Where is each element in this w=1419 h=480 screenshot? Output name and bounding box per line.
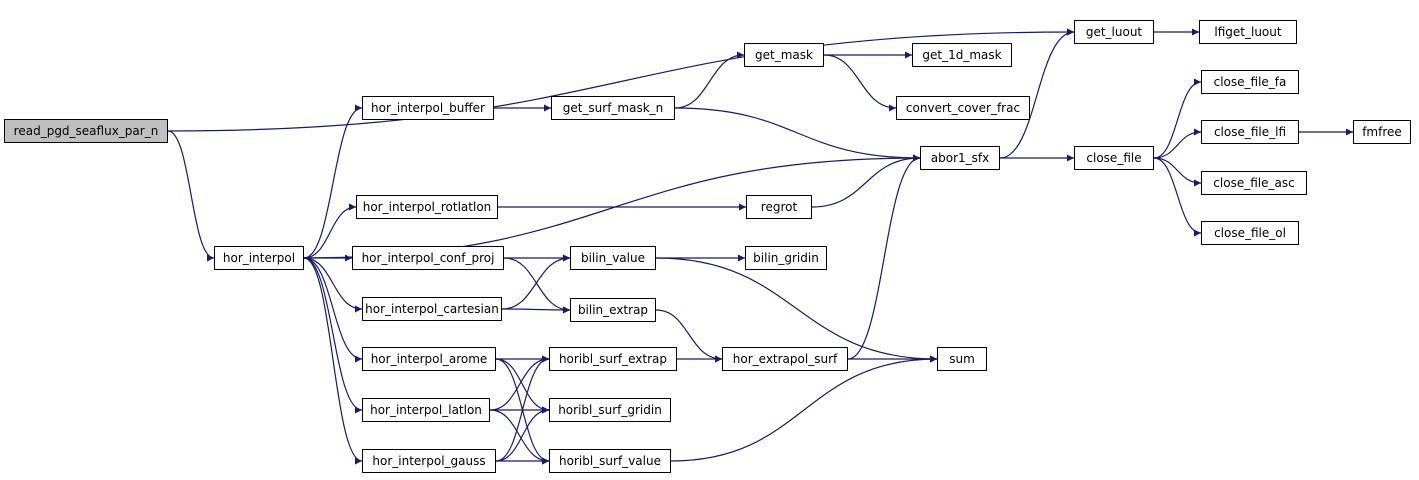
edge-bilin_value-to-sum xyxy=(655,257,938,363)
node-close-file-asc[interactable]: close_file_asc xyxy=(1201,171,1307,195)
edge-abor1_sfx-to-get_luout xyxy=(999,28,1075,159)
node-regrot[interactable]: regrot xyxy=(746,195,812,219)
node-horibl-surf-gridin[interactable]: horibl_surf_gridin xyxy=(549,398,671,422)
node-lfiget-luout[interactable]: lfiget_luout xyxy=(1199,20,1297,44)
edge-horibl_surf_value-to-sum xyxy=(670,355,938,462)
node-close-file-fa[interactable]: close_file_fa xyxy=(1201,70,1299,94)
edge-close_file-to-close_file_lfi xyxy=(1153,128,1202,159)
edge-hor_interpol_arome-to-horibl_surf_gridin xyxy=(495,358,550,414)
edge-hor_interpol_gauss-to-horibl_surf_gridin xyxy=(495,406,550,462)
edge-hor_interpol_cartesian-to-bilin_extrap xyxy=(501,306,571,314)
node-sum[interactable]: sum xyxy=(937,347,987,371)
node-horibl-surf-extrap[interactable]: horibl_surf_extrap xyxy=(549,347,677,371)
edge-hor_interpol-to-hor_interpol_cartesian xyxy=(303,257,363,313)
edge-close_file-to-close_file_fa xyxy=(1153,78,1202,159)
node-read-pgd-seaflux-par-n[interactable]: read_pgd_seaflux_par_n xyxy=(4,119,168,143)
edge-read_pgd_seaflux_par_n-to-hor_interpol xyxy=(167,130,215,262)
node-hor-interpol-gauss[interactable]: hor_interpol_gauss xyxy=(362,449,496,473)
edge-hor_interpol-to-hor_interpol_gauss xyxy=(303,257,363,465)
edge-hor_interpol_latlon-to-horibl_surf_value xyxy=(489,409,550,465)
edge-hor_interpol-to-hor_interpol_latlon xyxy=(303,257,363,414)
node-hor-interpol-rotlatlon[interactable]: hor_interpol_rotlatlon xyxy=(356,195,498,219)
node-close-file-lfi[interactable]: close_file_lfi xyxy=(1201,120,1299,144)
node-get-surf-mask-n[interactable]: get_surf_mask_n xyxy=(551,96,675,120)
node-fmfree[interactable]: fmfree xyxy=(1353,120,1411,144)
node-get-1d-mask[interactable]: get_1d_mask xyxy=(912,43,1012,67)
node-hor-interpol-cartesian[interactable]: hor_interpol_cartesian xyxy=(362,297,502,321)
edge-hor_interpol_latlon-to-horibl_surf_extrap xyxy=(489,355,550,411)
edge-close_file-to-close_file_ol xyxy=(1153,157,1202,237)
node-hor-interpol-buffer[interactable]: hor_interpol_buffer xyxy=(362,96,494,120)
node-get-mask[interactable]: get_mask xyxy=(744,43,824,67)
node-close-file-ol[interactable]: close_file_ol xyxy=(1201,221,1299,245)
edge-hor_interpol_gauss-to-horibl_surf_extrap xyxy=(495,355,550,462)
node-convert-cover-frac[interactable]: convert_cover_frac xyxy=(896,96,1030,120)
edge-regrot-to-abor1_sfx xyxy=(811,154,921,208)
node-horibl-surf-value[interactable]: horibl_surf_value xyxy=(549,449,671,473)
edge-hor_extrapol_surf-to-abor1_sfx xyxy=(847,154,921,360)
node-hor-interpol[interactable]: hor_interpol xyxy=(214,246,304,270)
edge-get_surf_mask_n-to-get_mask xyxy=(674,51,745,109)
node-abor1-sfx[interactable]: abor1_sfx xyxy=(920,146,1000,170)
node-bilin-gridin[interactable]: bilin_gridin xyxy=(745,246,827,270)
node-close-file[interactable]: close_file xyxy=(1074,146,1154,170)
node-bilin-value[interactable]: bilin_value xyxy=(570,246,656,270)
node-get-luout[interactable]: get_luout xyxy=(1074,20,1154,44)
node-hor-extrapol-surf[interactable]: hor_extrapol_surf xyxy=(722,347,848,371)
node-hor-interpol-latlon[interactable]: hor_interpol_latlon xyxy=(362,398,490,422)
edge-read_pgd_seaflux_par_n-to-get_luout xyxy=(167,28,1075,132)
edge-hor_interpol_conf_proj-to-bilin_extrap xyxy=(503,257,571,314)
edge-get_surf_mask_n-to-abor1_sfx xyxy=(674,107,921,162)
edge-get_mask-to-convert_cover_frac xyxy=(823,54,897,112)
edge-bilin_extrap-to-hor_extrapol_surf xyxy=(655,309,723,363)
node-hor-interpol-arome[interactable]: hor_interpol_arome xyxy=(362,347,496,371)
edge-hor_interpol-to-hor_interpol_arome xyxy=(303,257,363,363)
edge-hor_interpol-to-hor_interpol_buffer xyxy=(303,104,363,259)
node-hor-interpol-conf-proj[interactable]: hor_interpol_conf_proj xyxy=(352,246,504,270)
edge-hor_interpol-to-hor_interpol_rotlatlon xyxy=(303,203,357,259)
edge-hor_interpol_cartesian-to-bilin_value xyxy=(501,254,571,310)
node-bilin-extrap[interactable]: bilin_extrap xyxy=(570,298,656,322)
edge-close_file-to-close_file_asc xyxy=(1153,157,1202,187)
